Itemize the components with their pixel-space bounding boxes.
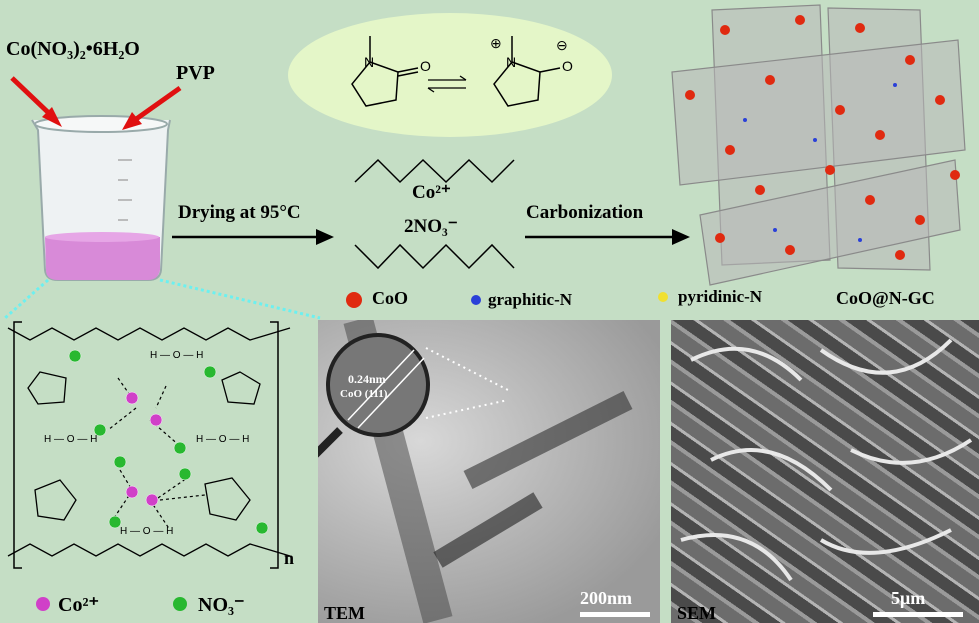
lattice-spacing-label: 0.24nm	[348, 372, 386, 386]
pvp-monomer-right	[493, 36, 561, 107]
product-label: CoO@N-GC	[836, 288, 935, 308]
molecular-scheme	[7, 321, 291, 569]
no3-ion-legend-icon	[173, 597, 187, 611]
co-ion-legend-icon	[36, 597, 50, 611]
tem-features	[318, 320, 650, 623]
co-ion-chain-label: Co²⁺	[412, 182, 451, 203]
resonance-n-left: N	[364, 54, 375, 70]
negative-charge-icon: ⊖	[556, 39, 568, 54]
resonance-o-left: O	[420, 58, 431, 74]
water-molecule-label: H — O — H	[44, 434, 98, 445]
co-ion-dots	[125, 391, 163, 507]
sem-features	[680, 338, 973, 617]
drying-step-label: Drying at 95°C	[178, 202, 301, 223]
pyridinic-n-legend-label: pyridinic-N	[678, 287, 763, 306]
tem-label: TEM	[324, 603, 366, 623]
pvp-monomer-left	[351, 36, 419, 107]
repeat-unit-n: n	[284, 548, 295, 568]
lattice-plane-label: CoO (111)	[340, 388, 388, 400]
resonance-n-right: N	[506, 54, 517, 70]
no3-ion-legend-label: NO₃⁻	[198, 594, 245, 616]
water-molecule-label: H — O — H	[196, 434, 250, 445]
pyridinic-n-legend-icon	[658, 292, 668, 302]
tem-micrograph: 0.24nm CoO (111) TEM 200nm	[318, 320, 660, 623]
resonance-o-right: O	[562, 58, 573, 74]
nitrate-chain-label: 2NO₃⁻	[404, 216, 458, 237]
polymer-chain-top	[354, 158, 515, 184]
graphitic-n-legend-icon	[471, 295, 481, 305]
sem-scale-bar-label: 5μm	[891, 588, 926, 608]
coo-legend-label: CoO	[372, 288, 408, 308]
graphitic-n-legend-label: graphitic-N	[488, 290, 573, 309]
coo-legend-icon	[346, 292, 362, 308]
red-arrow-icons	[10, 76, 182, 130]
sem-label: SEM	[677, 603, 717, 623]
equilibrium-arrow-icon	[427, 75, 467, 93]
process-arrow-icon	[172, 229, 690, 245]
nitrogen-dots	[743, 83, 897, 242]
no3-ion-dots	[68, 349, 269, 535]
co-ion-legend-label: Co²⁺	[58, 594, 99, 616]
coo-particles	[685, 15, 960, 260]
positive-charge-icon: ⊕	[490, 37, 502, 52]
zoom-connector	[4, 278, 49, 320]
water-molecule-label: H — O — H	[150, 350, 204, 361]
sem-micrograph: SEM 5μm	[671, 320, 979, 623]
cobalt-nitrate-label: Co(NO₃)₂•6H₂O	[6, 38, 140, 60]
zoom-connector	[159, 278, 321, 320]
polymer-chain-bottom	[354, 243, 515, 270]
pvp-label: PVP	[176, 62, 215, 84]
resonance-ellipse	[288, 13, 612, 137]
water-molecule-label: H — O — H	[120, 526, 174, 537]
graphene-network-illustration	[671, 4, 966, 286]
beaker	[31, 115, 171, 281]
tem-scale-bar-label: 200nm	[580, 588, 633, 608]
carbonization-step-label: Carbonization	[526, 202, 644, 223]
